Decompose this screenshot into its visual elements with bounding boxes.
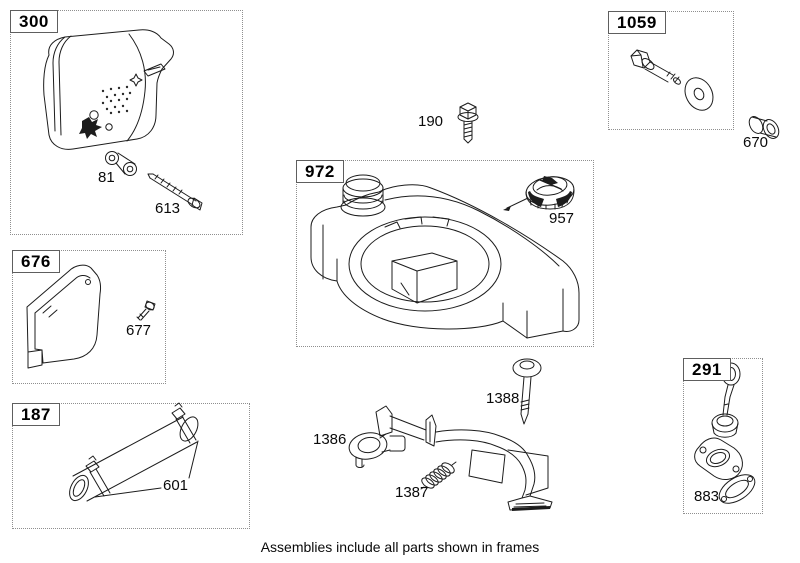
part-label-670: 670 <box>743 134 769 151</box>
frame-676: 676 <box>12 250 166 384</box>
bushing-670-drawing <box>748 116 780 139</box>
frame-300: 300 <box>10 10 243 235</box>
frame-label-676: 676 <box>12 250 60 273</box>
part-label-601: 601 <box>163 477 189 494</box>
frame-label-1059: 1059 <box>608 11 666 34</box>
frame-187: 187 <box>12 402 250 529</box>
fuel-tank-drawing <box>310 174 580 339</box>
bolt-washer-drawing <box>630 49 714 111</box>
part-label-613: 613 <box>155 200 181 217</box>
muffler-drawing <box>43 29 203 211</box>
control-bracket-group-drawing <box>348 358 553 511</box>
frame-label-300: 300 <box>10 10 58 33</box>
part-label-190: 190 <box>418 113 444 130</box>
muffler-guard-drawing <box>26 264 156 369</box>
frame-label-972: 972 <box>296 160 344 183</box>
frame-972: 972 <box>296 160 594 347</box>
frame-label-291: 291 <box>683 358 731 381</box>
frame-1059: 1059 <box>608 11 734 130</box>
part-label-883: 883 <box>694 488 720 505</box>
frame-label-187: 187 <box>12 403 60 426</box>
frame-291: 291 <box>683 358 763 514</box>
part-label-81: 81 <box>98 169 115 186</box>
part-label-1388: 1388 <box>486 390 520 407</box>
part-label-677: 677 <box>126 322 152 339</box>
diagram-caption: Assemblies include all parts shown in fr… <box>260 539 540 555</box>
bolt-190-drawing <box>457 102 479 144</box>
part-label-1386: 1386 <box>313 431 347 448</box>
part-label-1387: 1387 <box>395 484 429 501</box>
part-label-957: 957 <box>549 210 575 227</box>
breather-tube-drawing <box>69 402 199 502</box>
